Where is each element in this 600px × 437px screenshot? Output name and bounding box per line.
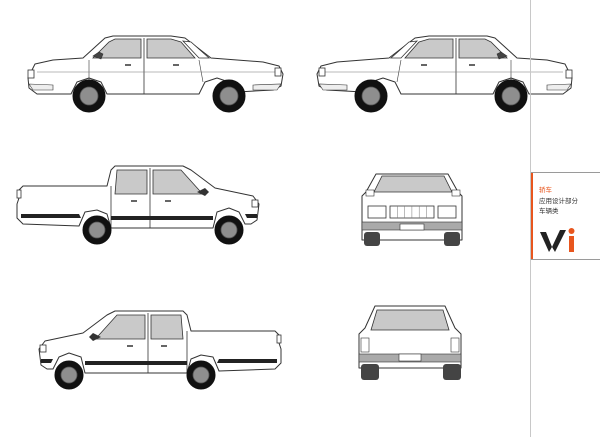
pickup-front-view [361,173,463,246]
front-bumper [546,83,572,91]
front-wheel-rim [79,86,99,106]
door-handle-rear [161,345,167,347]
rear-window [404,38,454,59]
rear-cab-window [150,314,184,340]
front-bumper [28,83,54,91]
door-handle-front [469,64,475,66]
license-plate [399,223,425,231]
head-light [39,344,47,353]
license-plate [398,353,422,362]
right-tire [444,232,460,246]
section-category: 车辆类 [539,207,559,215]
tail-light [16,189,22,199]
rear-quarter-glass [389,40,419,59]
tail-light [274,67,282,77]
tail-light [318,67,326,77]
windshield [373,175,453,193]
rear-wheel-rim [219,86,239,106]
rear-wheel-rim [192,366,210,384]
front-wheel-rim [60,366,78,384]
door-handle-rear [421,64,427,66]
rear-cab-window [114,169,148,195]
left-tail-light [360,337,370,353]
body-stripe-mid [85,361,187,365]
car-body [316,35,573,95]
tail-light [276,334,282,344]
right-tire [443,364,461,380]
rear-wheel-rim [88,221,106,239]
rear-window [370,309,450,331]
rear-bumper [318,83,348,91]
section-label-box: 轿车 应用设计部分 车辆类 [531,172,600,260]
left-mirror [365,189,375,197]
side-mirror [496,51,508,60]
section-title: 轿车 [539,186,552,194]
door-handle-front [127,345,133,347]
section-subtitle: 应用设计部分 [539,197,578,205]
left-tire [364,232,380,246]
side-mirror [92,51,104,60]
head-light [27,69,35,79]
door-handle-front [165,200,171,202]
rear-wheel-rim [361,86,381,106]
door-handle-rear [131,200,137,202]
body-stripe-rear [217,359,277,363]
head-light [251,199,259,208]
head-light [565,69,573,79]
rear-bumper [252,83,282,91]
door-handle-rear [173,64,179,66]
body-stripe-front [41,359,53,363]
front-wheel-rim [220,221,238,239]
pickup-side-view-right [16,165,260,245]
side-mirror [197,188,209,196]
body-stripe-mid [111,216,213,220]
pickup-rear-view [358,305,462,380]
info-side-panel: 轿车 应用设计部分 车辆类 [530,0,600,437]
body-stripe-front [245,214,257,218]
accent-bar [531,173,533,259]
left-headlight [367,205,387,219]
sedan-side-view-left [27,35,284,113]
car-body [27,35,284,95]
left-tire [361,364,379,380]
pickup-body [38,310,282,374]
body-stripe-rear [21,214,81,218]
pickup-side-view-left [38,310,282,390]
right-mirror [451,189,461,197]
right-tail-light [450,337,460,353]
pickup-body [16,165,260,229]
rear-window [146,38,196,59]
side-mirror [89,333,101,341]
rear-door-edge [396,59,402,83]
front-wheel-rim [501,86,521,106]
vi-logo [540,228,575,252]
sedan-side-view-right [316,35,573,113]
rear-door-edge [198,59,204,83]
rear-quarter-glass [181,40,211,59]
door-handle-front [125,64,131,66]
right-headlight [437,205,457,219]
